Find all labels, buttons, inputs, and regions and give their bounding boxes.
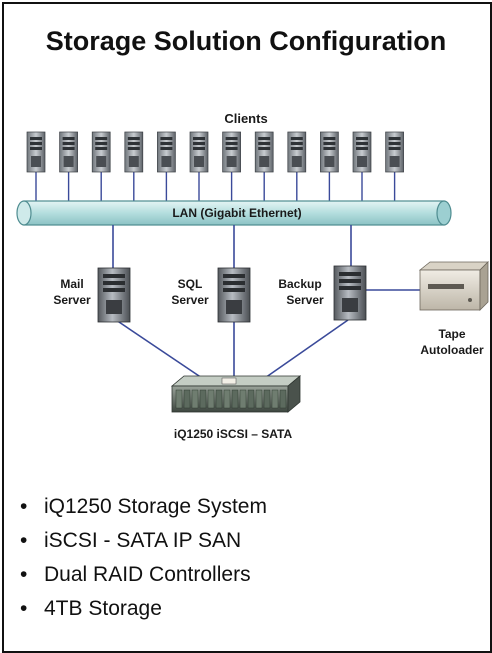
bullet-icon: • [20,597,28,620]
backup-server-label-2: Server [286,293,324,307]
client-computer-icon [59,131,78,173]
client-computers [26,131,404,173]
sql-server-label-2: Server [171,293,209,307]
mail-server-label-2: Server [53,293,91,307]
client-computer-icon [91,131,111,173]
client-computer-icon [189,131,209,173]
feature-item: • iSCSI - SATA IP SAN [20,526,267,560]
network-diagram: Clients LAN (Gigabit Ethernet) [16,111,489,441]
client-computer-icon [385,131,404,173]
client-computer-icon [26,131,46,173]
client-computer-icon [124,131,144,173]
feature-item: • Dual RAID Controllers [20,560,267,594]
client-computer-icon [320,131,339,173]
client-computer-icon [222,131,241,173]
bullet-icon: • [20,529,28,552]
mail-server-label-1: Mail [60,277,83,291]
client-computer-icon [352,131,372,173]
bullet-icon: • [20,495,28,518]
clients-label: Clients [224,111,267,126]
feature-text: iQ1250 Storage System [44,495,267,518]
lan-tube [16,200,452,226]
server-links [112,225,420,381]
tape-autoloader-icon [418,261,489,311]
client-computer-icon [254,131,274,173]
tape-label-2: Autoloader [420,343,484,357]
client-computer-icon [287,131,307,173]
storage-array-icon [170,375,302,413]
backup-server-label-1: Backup [278,277,321,291]
feature-text: Dual RAID Controllers [44,563,251,586]
feature-text: iSCSI - SATA IP SAN [44,529,242,552]
feature-list: • iQ1250 Storage System • iSCSI - SATA IP … [20,492,267,628]
feature-item: • 4TB Storage [20,594,267,628]
sql-server-icon [217,267,251,323]
lan-label: LAN (Gigabit Ethernet) [172,206,301,220]
storage-label: iQ1250 iSCSI – SATA [174,427,293,441]
backup-server-icon [333,265,367,321]
client-computer-icon [157,131,176,173]
slide-title: Storage Solution Configuration [45,26,447,56]
tape-label-1: Tape [438,327,465,341]
client-links [35,172,396,202]
sql-server-label-1: SQL [178,277,203,291]
mail-server-icon [97,267,131,323]
feature-item: • iQ1250 Storage System [20,492,267,526]
bullet-icon: • [20,563,28,586]
feature-text: 4TB Storage [44,597,162,620]
